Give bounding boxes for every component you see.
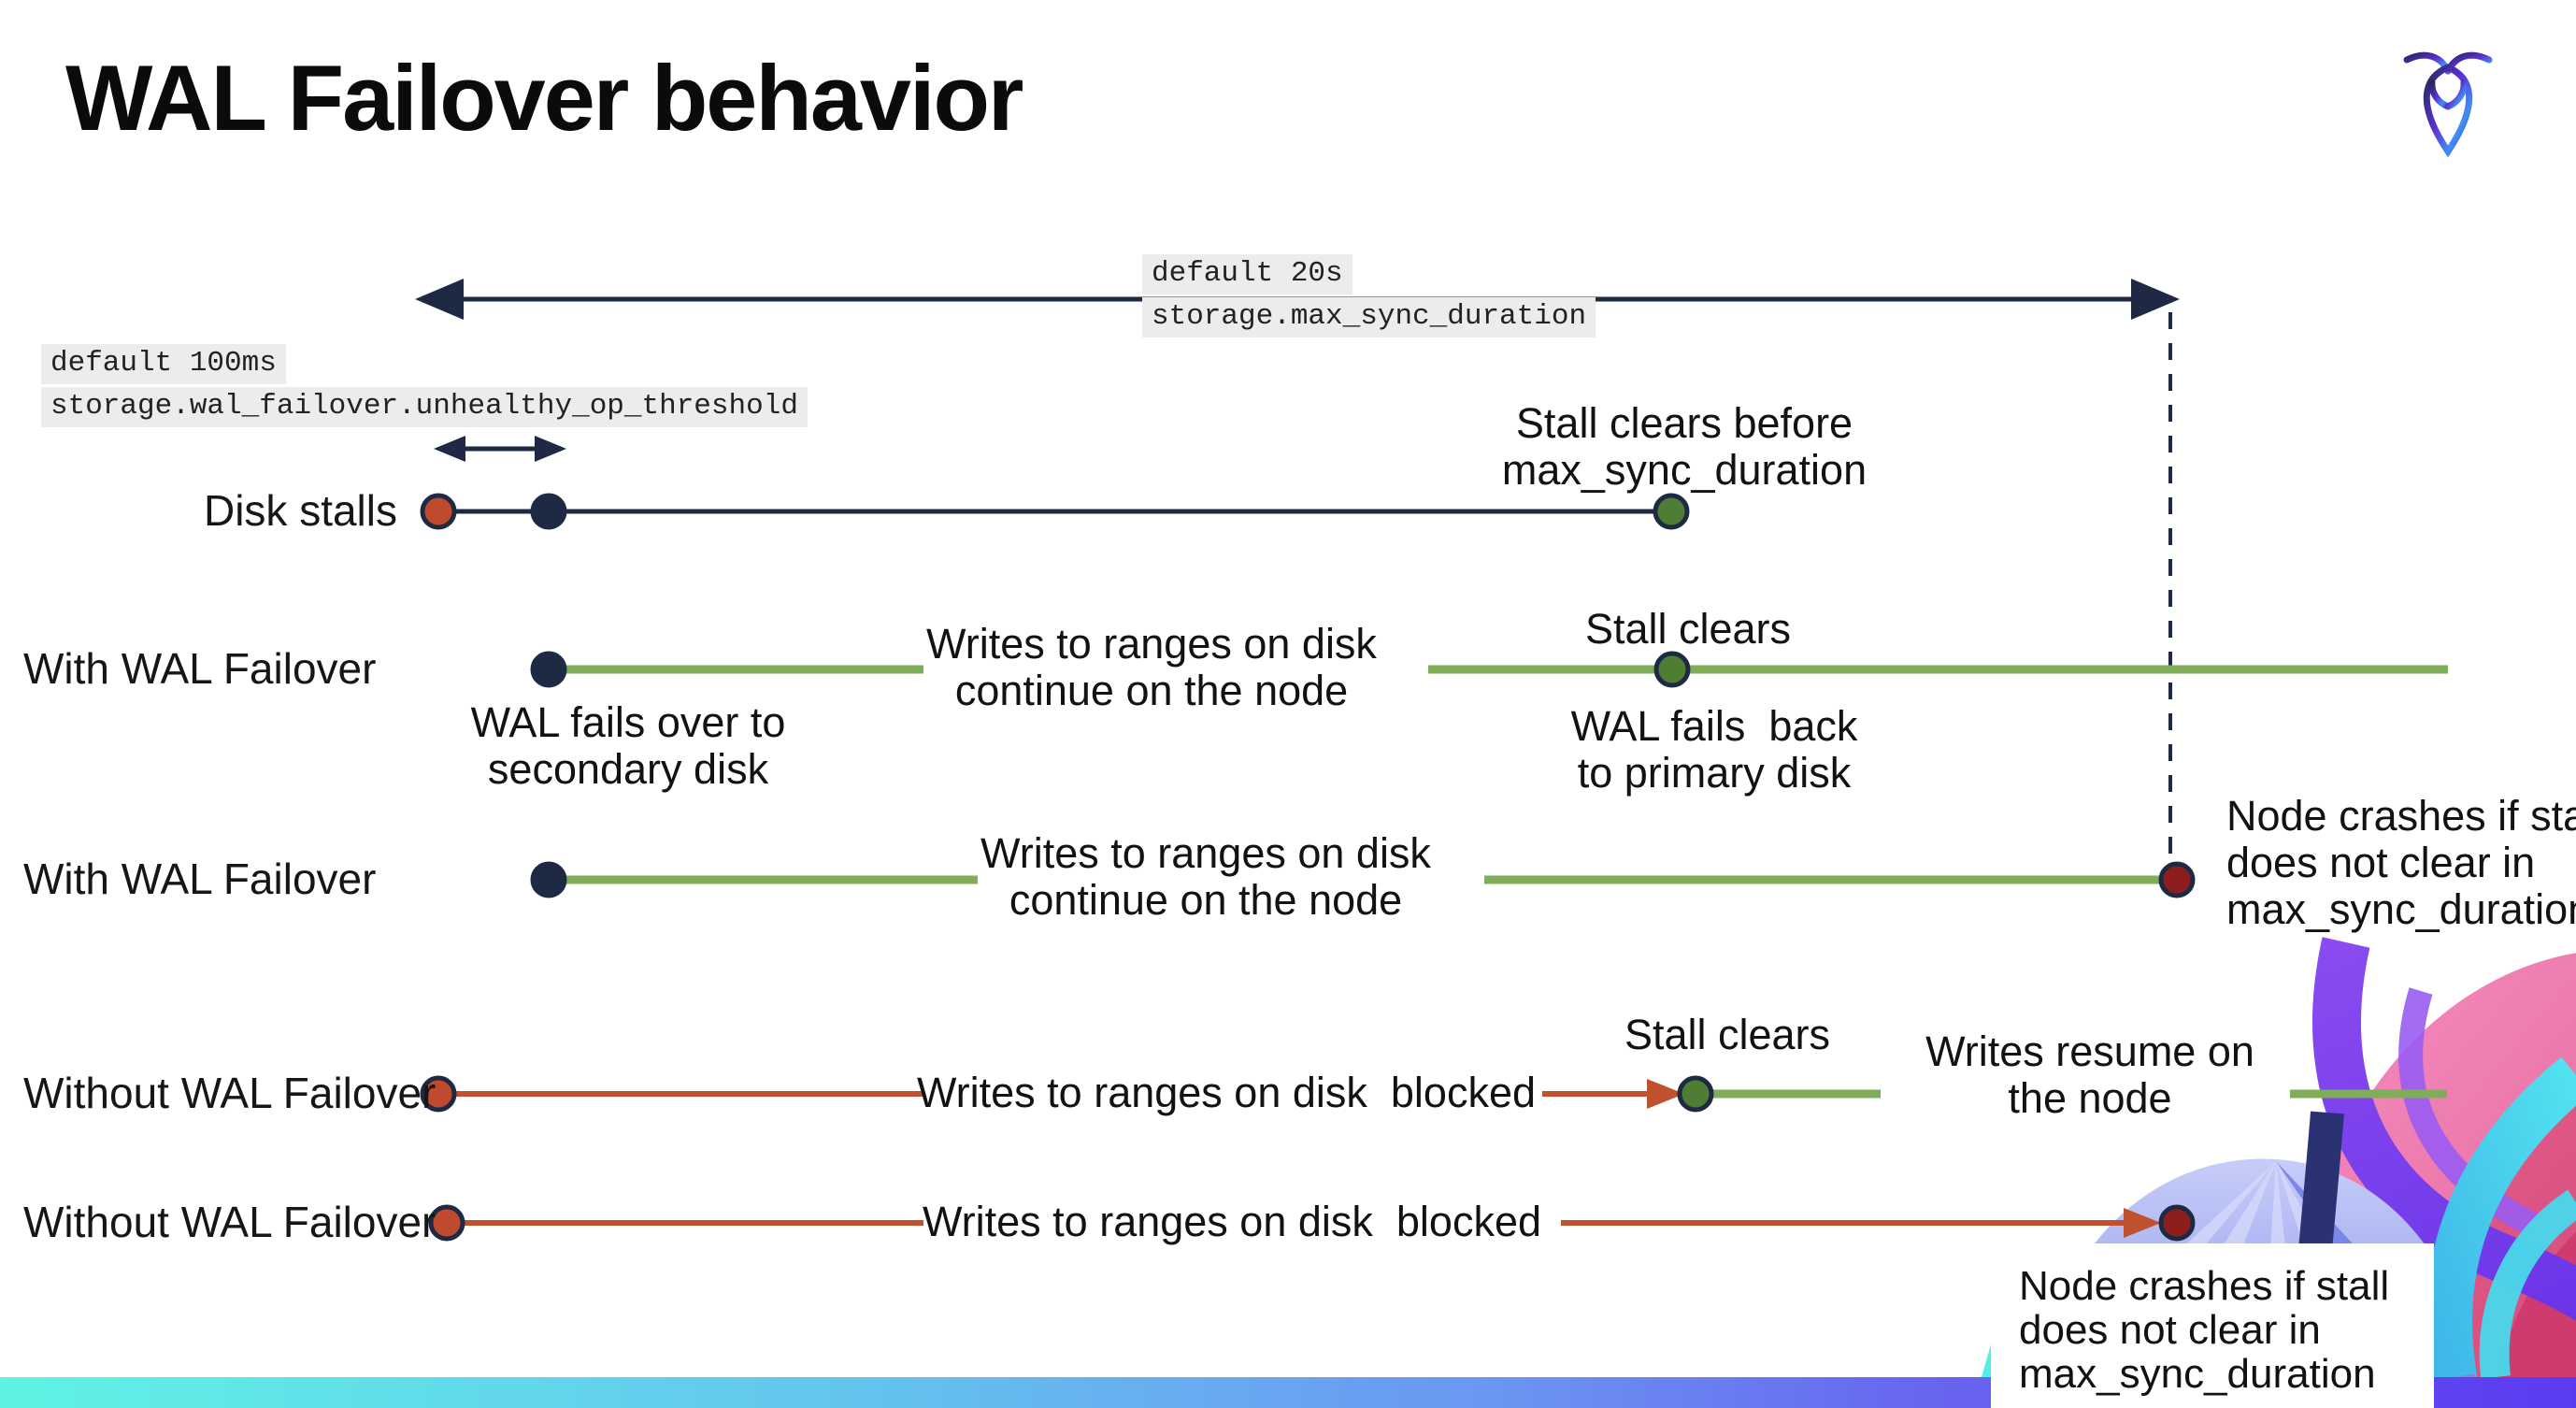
- failover-dot: [530, 651, 567, 688]
- annotation-wal-fails-back: WAL fails back to primary disk: [1570, 702, 1858, 797]
- callout-max-sync-duration: default 20s storage.max_sync_duration: [1142, 254, 1596, 340]
- note-box: Node crashes if stall does not clear in …: [1991, 1243, 2434, 1408]
- annotation-wal-fails-over: WAL fails over to secondary disk: [470, 698, 786, 793]
- annotation-writes-blocked-row4: Writes to ranges on disk blocked: [917, 1069, 1536, 1116]
- failover-dot: [530, 861, 567, 898]
- annotation-writes-resume: Writes resume on the node: [1925, 1027, 2254, 1122]
- unhealthy-op-threshold-span-arrow: [434, 436, 566, 462]
- stall-start-dot: [428, 1204, 465, 1242]
- annotation-node-crashes-row5: Node crashes if stall does not clear in …: [2019, 1263, 2390, 1397]
- row-label-without-wal-failover-2: Without WAL Failover: [23, 1198, 436, 1246]
- row-label-with-wal-failover-2: With WAL Failover: [23, 855, 377, 903]
- timeline-row-without-wal-failover-1: [420, 1075, 2447, 1113]
- row-label-with-wal-failover-1: With WAL Failover: [23, 644, 377, 693]
- row-label-disk-stalls: Disk stalls: [203, 486, 397, 535]
- timeline-row-with-wal-failover-2: [530, 861, 2196, 898]
- annotation-writes-blocked-row5: Writes to ranges on disk blocked: [923, 1198, 1541, 1245]
- threshold-reached-dot: [530, 493, 567, 530]
- annotation-node-crashes-row3: Node crashes if stall does not clear in …: [2226, 792, 2576, 933]
- node-crash-dot: [2158, 861, 2196, 898]
- annotation-writes-continue-row2: Writes to ranges on disk continue on the…: [926, 620, 1377, 714]
- callout-default-value: default 20s: [1142, 254, 1352, 295]
- stall-start-dot: [420, 1075, 457, 1113]
- callout-setting-name: storage.wal_failover.unhealthy_op_thresh…: [41, 387, 808, 427]
- stall-clears-dot: [1653, 651, 1691, 688]
- annotation-stall-clears-row4: Stall clears: [1624, 1011, 1831, 1058]
- timeline-row-disk-stalls: [420, 493, 1690, 530]
- callout-setting-name: storage.max_sync_duration: [1142, 297, 1596, 338]
- stall-clears-dot: [1653, 493, 1690, 530]
- stall-start-dot: [420, 493, 457, 530]
- timeline-row-with-wal-failover-1: [530, 651, 2448, 688]
- page-title: WAL Failover behavior: [65, 46, 1023, 150]
- annotation-writes-continue-row3: Writes to ranges on disk continue on the…: [980, 829, 1431, 924]
- timeline-row-without-wal-failover-2: [428, 1204, 2196, 1242]
- callout-default-value: default 100ms: [41, 344, 286, 384]
- annotation-stall-clears-before: Stall clears before max_sync_duration: [1501, 399, 1868, 494]
- node-crash-dot: [2158, 1204, 2196, 1242]
- row-label-without-wal-failover-1: Without WAL Failover: [23, 1069, 436, 1117]
- callout-unhealthy-op-threshold: default 100ms storage.wal_failover.unhea…: [41, 344, 808, 430]
- stall-clears-dot: [1677, 1075, 1714, 1113]
- cockroach-logo-icon: [2403, 51, 2493, 157]
- annotation-stall-clears-row2: Stall clears: [1584, 605, 1792, 653]
